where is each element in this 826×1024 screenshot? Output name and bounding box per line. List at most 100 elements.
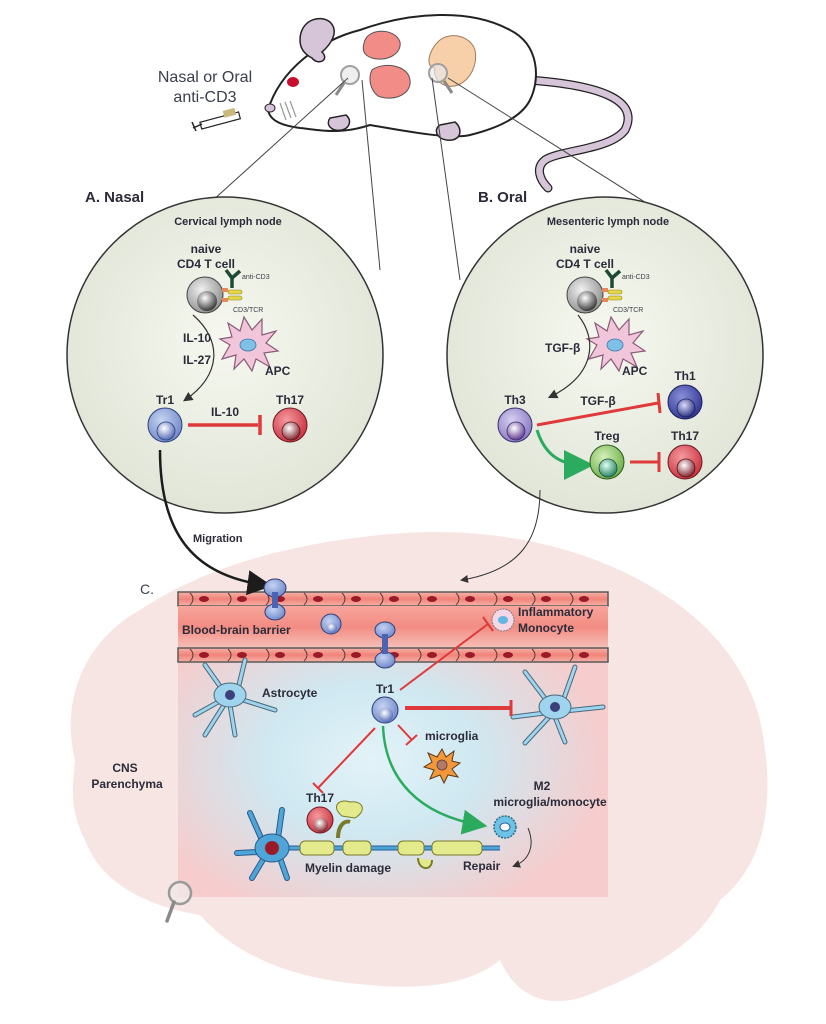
inflammatory-monocyte bbox=[491, 608, 515, 632]
astrocyte-cell bbox=[192, 657, 278, 738]
endothelial-nucleus bbox=[503, 596, 513, 602]
apc-cell bbox=[218, 315, 280, 373]
endothelial-nucleus bbox=[351, 596, 361, 602]
magnifier-icon bbox=[428, 63, 454, 94]
cytokine-label: IL-27 bbox=[183, 353, 211, 367]
node-label: Cervical lymph node bbox=[174, 216, 282, 228]
syringe-icon bbox=[191, 107, 242, 132]
endothelial-junction bbox=[189, 592, 194, 606]
cytokine-label: TGF-β bbox=[580, 394, 615, 408]
endothelial-junction bbox=[569, 592, 574, 606]
endothelial-cells bbox=[189, 592, 589, 662]
endothelial-junction bbox=[189, 648, 194, 662]
node-label: Mesenteric lymph node bbox=[547, 216, 669, 228]
th17-cell bbox=[306, 806, 334, 834]
naive-cd4-t-cell bbox=[566, 268, 623, 314]
th1-cell bbox=[667, 384, 703, 420]
endothelial-nucleus bbox=[199, 652, 209, 658]
endothelial-junction bbox=[455, 592, 460, 606]
microglia-cell bbox=[422, 747, 462, 785]
promote-arrow bbox=[535, 429, 594, 480]
receptor-label: CD3/TCR bbox=[233, 307, 263, 314]
cell-label: APC bbox=[265, 364, 291, 378]
panel-a-nasal: A. Nasal Cervical lymph node naive CD4 T… bbox=[66, 189, 384, 514]
th3-cell bbox=[497, 407, 533, 443]
transmigrating-tr1-cell bbox=[263, 578, 287, 621]
cell-label: naive bbox=[570, 242, 601, 256]
panel-title: C. bbox=[140, 581, 154, 597]
endothelial-nucleus bbox=[427, 652, 437, 658]
endothelial-junction bbox=[531, 648, 536, 662]
inhibit-arrows bbox=[312, 616, 513, 794]
migration-arrow bbox=[158, 449, 273, 596]
cell-label: microglia bbox=[425, 729, 479, 743]
cell-label: Monocyte bbox=[518, 621, 574, 635]
cns-label: CNS bbox=[112, 761, 137, 775]
neuron-axon bbox=[234, 800, 500, 881]
panel-b-oral: B. Oral Mesenteric lymph node naive CD4 … bbox=[446, 189, 764, 514]
repair-label: Repair bbox=[463, 859, 501, 873]
endothelial-junction bbox=[341, 648, 346, 662]
endothelial-nucleus bbox=[237, 596, 247, 602]
route-label: anti-CD3 bbox=[173, 89, 236, 106]
endothelial-junction bbox=[417, 648, 422, 662]
astrocyte-cell bbox=[510, 664, 606, 746]
cell-label: microglia/monocyte bbox=[493, 795, 607, 809]
transmigrating-tr1-cell bbox=[374, 621, 396, 669]
cell-label: Treg bbox=[594, 429, 619, 443]
repair-arrow bbox=[512, 827, 532, 868]
cell-label: naive bbox=[191, 242, 222, 256]
th17-cell bbox=[272, 407, 308, 443]
panel-title: A. Nasal bbox=[85, 189, 144, 206]
endothelial-junction bbox=[531, 592, 536, 606]
cell-label: APC bbox=[622, 364, 648, 378]
endothelial-junction bbox=[303, 592, 308, 606]
endothelial-nucleus bbox=[275, 652, 285, 658]
endothelial-junction bbox=[303, 648, 308, 662]
magnifier-icon bbox=[165, 880, 193, 923]
endothelial-nucleus bbox=[541, 652, 551, 658]
inhibit-arrow bbox=[536, 401, 659, 427]
tr1-cell bbox=[147, 407, 183, 443]
endothelial-nucleus bbox=[313, 596, 323, 602]
bbb-label: Blood-brain barrier bbox=[182, 623, 291, 637]
neuron-body bbox=[234, 807, 290, 881]
magnifier-icon bbox=[334, 65, 360, 96]
endothelial-nucleus bbox=[313, 652, 323, 658]
th17-cell bbox=[667, 444, 703, 480]
tr1-cell-in-vessel bbox=[320, 613, 342, 635]
endothelial-junction bbox=[227, 592, 232, 606]
cns-label: Parenchyma bbox=[91, 777, 163, 791]
cell-label: M2 bbox=[534, 779, 551, 793]
migration-arrow bbox=[460, 489, 541, 583]
cell-label: Th1 bbox=[674, 369, 696, 383]
endothelial-nucleus bbox=[465, 652, 475, 658]
endothelial-junction bbox=[493, 648, 498, 662]
endothelial-junction bbox=[379, 592, 384, 606]
cell-label: Tr1 bbox=[156, 393, 174, 407]
cell-label: Th3 bbox=[504, 393, 526, 407]
endothelial-nucleus bbox=[465, 596, 475, 602]
cell-label: Astrocyte bbox=[262, 686, 318, 700]
cell-label: Th17 bbox=[276, 393, 304, 407]
cytokine-label: IL-10 bbox=[183, 331, 211, 345]
endothelial-nucleus bbox=[503, 652, 513, 658]
endothelial-nucleus bbox=[351, 652, 361, 658]
treg-cell bbox=[589, 444, 625, 480]
naive-cd4-t-cell bbox=[186, 268, 243, 314]
cytokine-label: TGF-β bbox=[545, 341, 580, 355]
route-label: Nasal or Oral bbox=[158, 69, 252, 86]
cell-label: Tr1 bbox=[376, 682, 394, 696]
myelin-label: Myelin damage bbox=[305, 861, 391, 875]
promote-arrow bbox=[381, 725, 488, 835]
panel-title: B. Oral bbox=[478, 189, 527, 206]
m2-microglia-cell bbox=[493, 815, 517, 839]
endothelial-junction bbox=[417, 592, 422, 606]
endothelial-junction bbox=[569, 648, 574, 662]
endothelial-nucleus bbox=[237, 652, 247, 658]
endothelial-nucleus bbox=[579, 596, 589, 602]
cell-label: Th17 bbox=[306, 791, 334, 805]
endothelial-junction bbox=[227, 648, 232, 662]
endothelial-junction bbox=[341, 592, 346, 606]
